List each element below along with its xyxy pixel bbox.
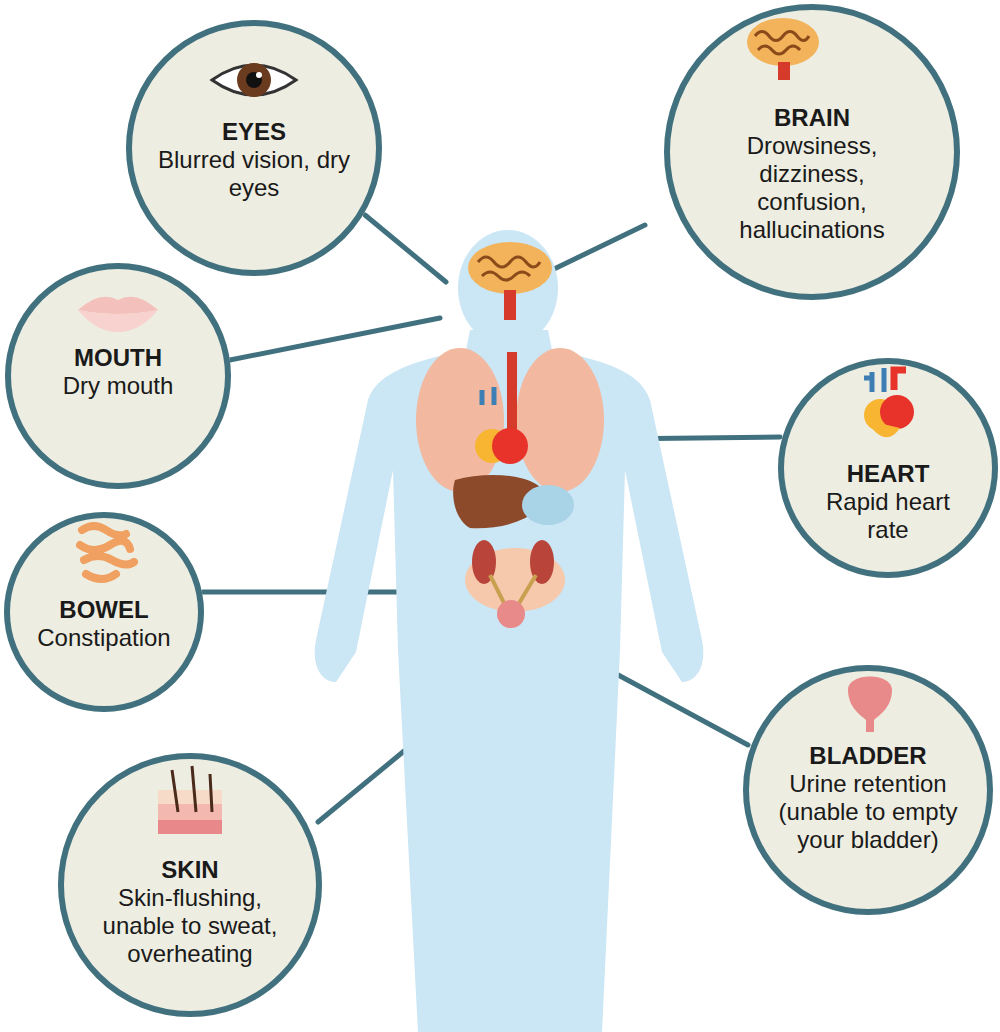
heart-icon	[864, 368, 914, 437]
side-effect-text: Dry mouth	[23, 372, 213, 400]
side-effect-text: Skin-flushing, unable to sweat, overheat…	[90, 884, 290, 968]
circle-text: BRAINDrowsiness, dizziness, confusion, h…	[712, 104, 912, 244]
circle-text: BLADDERUrine retention (unable to empty …	[758, 742, 978, 854]
heart-circle: HEARTRapid heart rate	[778, 358, 998, 578]
bladder-circle: BLADDERUrine retention (unable to empty …	[743, 665, 993, 915]
skin-icon	[158, 766, 222, 834]
circle-text: MOUTHDry mouth	[23, 344, 213, 400]
brain-icon	[747, 18, 819, 80]
brain-circle: BRAINDrowsiness, dizziness, confusion, h…	[664, 4, 960, 300]
side-effect-text: Drowsiness, dizziness, confusion, halluc…	[712, 132, 912, 244]
bladder-icon	[848, 677, 892, 733]
circle-text: SKINSkin-flushing, unable to sweat, over…	[90, 856, 290, 968]
circle-text: HEARTRapid heart rate	[813, 460, 963, 544]
mouth-circle: MOUTHDry mouth	[5, 263, 231, 489]
body-silhouette	[315, 230, 704, 1032]
side-effect-text: Urine retention (unable to empty your bl…	[758, 770, 978, 854]
organs	[416, 242, 604, 628]
organ-heading: EYES	[154, 118, 354, 146]
organ-heading: HEART	[813, 460, 963, 488]
side-effect-text: Blurred vision, dry eyes	[154, 146, 354, 202]
skin-circle: SKINSkin-flushing, unable to sweat, over…	[58, 753, 322, 1017]
eye-icon	[212, 63, 296, 97]
organ-heading: BOWEL	[14, 596, 194, 624]
organ-heading: BRAIN	[712, 104, 912, 132]
side-effect-text: Constipation	[14, 624, 194, 652]
eyes-circle: EYESBlurred vision, dry eyes	[126, 20, 382, 276]
circle-text: EYESBlurred vision, dry eyes	[154, 118, 354, 202]
bowel-circle: BOWELConstipation	[4, 512, 204, 712]
circle-text: BOWELConstipation	[14, 596, 194, 652]
side-effect-text: Rapid heart rate	[813, 488, 963, 544]
organ-heading: SKIN	[90, 856, 290, 884]
circle-fills	[4, 4, 998, 1017]
bowel-icon	[80, 526, 134, 579]
lips-icon	[78, 297, 158, 332]
organ-heading: MOUTH	[23, 344, 213, 372]
organ-heading: BLADDER	[758, 742, 978, 770]
